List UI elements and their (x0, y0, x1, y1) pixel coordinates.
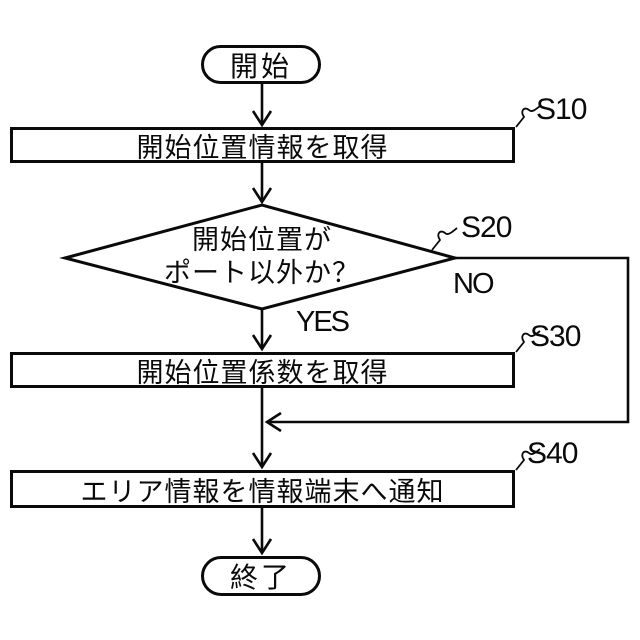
start-terminal: 開始 (201, 45, 321, 84)
process-box-s30-label: 開始位置係数を取得 (136, 357, 389, 388)
process-box-s10: 開始位置情報を取得 (10, 127, 515, 163)
start-terminal-label: 開始 (229, 50, 292, 82)
connector-s20-no-bypass (267, 256, 630, 424)
leader-line-s10 (515, 105, 541, 128)
arrowhead-start-to-s10 (251, 110, 273, 128)
process-box-s40: エリア情報を情報端末へ通知 (10, 470, 515, 508)
arrowhead-s10-to-s20 (251, 187, 273, 205)
step-label-s10: S10 (536, 93, 587, 126)
decision-s20-text-line2: ポート以外か？ (164, 258, 360, 288)
arrowhead-s20-no-merge (264, 411, 282, 433)
leader-line-s20 (431, 227, 458, 251)
step-label-s20: S20 (461, 211, 512, 244)
process-box-s30: 開始位置係数を取得 (10, 352, 515, 388)
step-label-s30: S30 (530, 320, 581, 353)
arrowhead-s30-to-s40 (251, 452, 273, 470)
arrowhead-s20-yes-to-s30 (251, 334, 273, 352)
end-terminal-label: 終了 (229, 562, 292, 593)
branch-label-yes: YES (296, 306, 350, 338)
leader-line-s40 (515, 448, 541, 471)
branch-label-no: NO (453, 268, 494, 300)
decision-s20-text: 開始位置が ポート以外か？ (100, 224, 424, 290)
process-box-s40-label: エリア情報を情報端末へ通知 (80, 476, 445, 507)
leader-line-s30 (515, 330, 541, 353)
arrowhead-s40-to-end (251, 538, 273, 556)
process-box-s10-label: 開始位置情報を取得 (136, 132, 389, 163)
end-terminal: 終了 (201, 556, 321, 596)
decision-s20-text-line1: 開始位置が (192, 225, 332, 255)
step-label-s40: S40 (527, 437, 578, 470)
